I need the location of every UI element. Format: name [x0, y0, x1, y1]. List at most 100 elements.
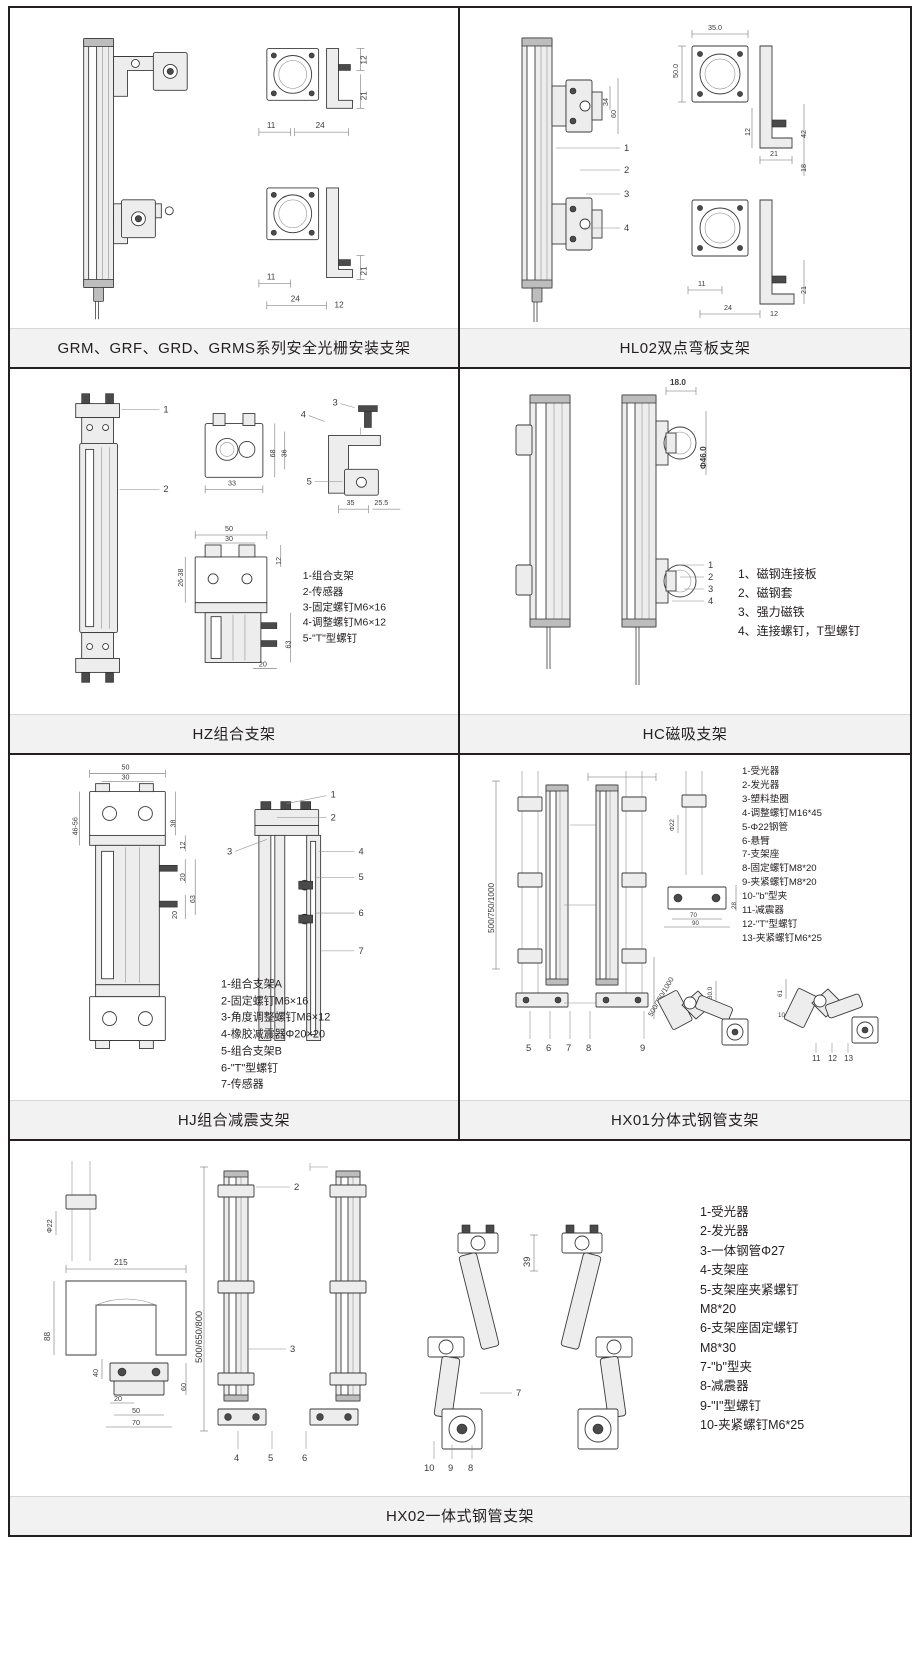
callout-5: 5: [358, 872, 363, 882]
grid-row-3: 50 30 38 12 46-56 20 63: [10, 755, 910, 1141]
callout-12: 12: [828, 1054, 838, 1063]
drawing-hl02: 1 2 3 4: [460, 8, 910, 328]
callout-3: 3: [290, 1343, 295, 1354]
hx02-svg: Φ22 215: [43, 1161, 805, 1473]
svg-text:12: 12: [770, 309, 778, 318]
panel-hz[interactable]: 1 2: [10, 369, 460, 753]
callout-6: 6: [358, 908, 363, 918]
svg-text:30: 30: [225, 535, 233, 543]
svg-text:88: 88: [43, 1331, 52, 1341]
callout-13: 13: [844, 1054, 854, 1063]
svg-text:39: 39: [521, 1257, 532, 1267]
svg-text:90: 90: [692, 920, 699, 927]
callout-5: 5: [268, 1452, 273, 1463]
svg-text:68: 68: [269, 449, 277, 457]
callout-4: 4: [708, 595, 713, 606]
grid-row-2: 1 2: [10, 369, 910, 755]
svg-text:21: 21: [770, 149, 778, 158]
hc-svg: 18.0 Φ46.0 1 2 3 4: [515, 378, 860, 685]
panel-hx02[interactable]: Φ22 215: [10, 1141, 910, 1535]
svg-text:42: 42: [799, 130, 808, 138]
caption-hx02: HX02一体式钢管支架: [10, 1496, 910, 1535]
hz-svg: 1 2: [75, 393, 401, 683]
callout-3: 3: [624, 188, 629, 199]
callout-4: 4: [358, 846, 363, 856]
callout-1: 1: [708, 559, 713, 570]
callout-7: 7: [516, 1387, 521, 1398]
callout-8: 8: [468, 1462, 473, 1473]
callout-2: 2: [708, 571, 713, 582]
svg-text:25.5: 25.5: [374, 499, 388, 507]
svg-text:70: 70: [132, 1418, 140, 1427]
callout-7: 7: [358, 946, 363, 956]
panel-hx01[interactable]: 500/750/1000: [460, 755, 910, 1139]
callout-4: 4: [234, 1452, 239, 1463]
svg-text:12: 12: [335, 300, 345, 309]
callout-5: 5: [526, 1042, 531, 1053]
grid-row-1: 12 21 11 24: [10, 8, 910, 369]
svg-text:40: 40: [91, 1369, 100, 1377]
caption-grm-series: GRM、GRF、GRD、GRMS系列安全光栅安装支架: [10, 328, 458, 367]
callout-3: 3: [333, 398, 338, 408]
svg-text:35.0: 35.0: [708, 23, 722, 32]
drawing-hc: 18.0 Φ46.0 1 2 3 4: [460, 369, 910, 714]
svg-text:63: 63: [285, 641, 293, 649]
svg-text:20: 20: [179, 873, 187, 881]
parts-list-hz: 1-组合支架 2-传感器 3-固定螺钉M6×16 4-调整螺钉M6×12 5-"…: [302, 569, 387, 645]
callout-4: 4: [624, 222, 629, 233]
callout-10: 10: [424, 1462, 434, 1473]
callout-3: 3: [708, 583, 713, 594]
svg-text:50: 50: [122, 764, 130, 772]
svg-text:70: 70: [690, 912, 697, 919]
svg-text:12: 12: [359, 55, 368, 65]
svg-text:38: 38: [169, 819, 177, 827]
callout-1: 1: [163, 405, 168, 415]
panel-hl02[interactable]: 1 2 3 4: [460, 8, 910, 367]
panel-grm-series[interactable]: 12 21 11 24: [10, 8, 460, 367]
panel-hj[interactable]: 50 30 38 12 46-56 20 63: [10, 755, 460, 1139]
drawing-grm-series: 12 21 11 24: [10, 8, 458, 328]
callout-5: 5: [307, 476, 312, 486]
svg-text:35: 35: [346, 499, 354, 507]
svg-text:500/650/800: 500/650/800: [193, 1311, 204, 1363]
caption-hl02: HL02双点弯板支架: [460, 328, 910, 367]
svg-text:50: 50: [225, 525, 233, 533]
svg-text:63: 63: [189, 895, 197, 903]
caption-hj: HJ组合减震支架: [10, 1100, 458, 1139]
svg-text:28: 28: [731, 902, 738, 909]
grm-series-svg: 12 21 11 24: [83, 38, 368, 320]
drawing-hx01: 500/750/1000: [460, 755, 910, 1100]
svg-text:18.0: 18.0: [670, 378, 686, 387]
callout-9: 9: [640, 1042, 645, 1053]
svg-text:11: 11: [698, 279, 705, 288]
hj-svg: 50 30 38 12 46-56 20 63: [72, 764, 364, 1091]
svg-text:Φ46.0: Φ46.0: [699, 446, 708, 469]
callout-2: 2: [624, 164, 629, 175]
svg-text:12: 12: [179, 841, 187, 849]
callout-2: 2: [163, 484, 168, 494]
svg-text:26-38: 26-38: [177, 568, 185, 586]
bracket-grid: 12 21 11 24: [8, 6, 912, 1537]
svg-text:Φ22: Φ22: [45, 1219, 54, 1233]
callout-4: 4: [301, 410, 306, 420]
parts-list-hx02: 1-受光器 2-发光器 3-一体钢管Φ27 4-支架座 5-支架座夹紧螺钉 M8…: [700, 1205, 805, 1433]
callout-7: 7: [566, 1042, 571, 1053]
svg-text:50.0: 50.0: [671, 64, 680, 78]
drawing-hz: 1 2: [10, 369, 458, 714]
callout-1: 1: [624, 142, 629, 153]
hl02-svg: 1 2 3 4: [521, 23, 808, 322]
svg-text:20: 20: [259, 660, 267, 668]
svg-text:21: 21: [359, 266, 368, 276]
svg-text:12: 12: [743, 128, 752, 136]
svg-text:24: 24: [291, 294, 301, 303]
svg-text:36: 36: [281, 449, 289, 457]
svg-text:215: 215: [114, 1258, 128, 1267]
callout-9: 9: [448, 1462, 453, 1473]
caption-hz: HZ组合支架: [10, 714, 458, 753]
svg-text:46-56: 46-56: [72, 817, 80, 835]
panel-hc[interactable]: 18.0 Φ46.0 1 2 3 4: [460, 369, 910, 753]
svg-text:30: 30: [122, 774, 130, 782]
parts-list-hx01: 1-受光器 2-发光器 3-塑料垫圈 4-调整螺钉M16*45 5-Φ22钢管 …: [742, 766, 822, 944]
callout-2: 2: [294, 1181, 299, 1192]
